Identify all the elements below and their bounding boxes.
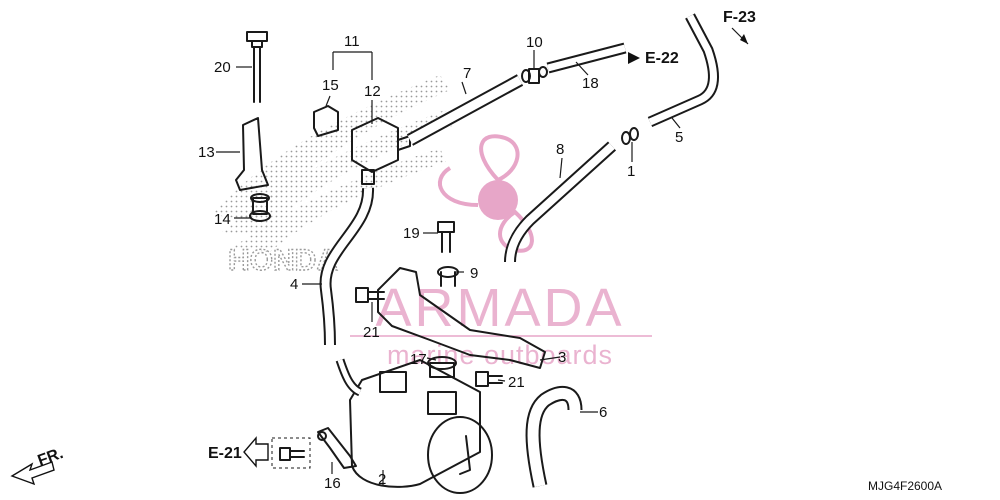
label-18: 18 xyxy=(582,75,599,92)
ref-arrow-e21 xyxy=(243,436,269,468)
ref-arrow-f23 xyxy=(731,27,749,45)
ref-label-f23: F-23 xyxy=(723,9,756,26)
watermark-tagline: marine outboards xyxy=(387,340,613,370)
label-15: 15 xyxy=(322,77,339,94)
label-21a: 21 xyxy=(363,324,380,341)
joint-10 xyxy=(521,66,548,84)
label-17: 17 xyxy=(410,351,427,368)
grommet-14 xyxy=(249,193,271,222)
ref-label-e22: E-22 xyxy=(645,50,679,67)
rubber-17 xyxy=(427,356,457,378)
watermark-brand: ARMADA xyxy=(375,278,624,338)
bolt-21a xyxy=(355,287,385,303)
label-21b: 21 xyxy=(508,374,525,391)
solenoid-valve-12 xyxy=(351,117,411,185)
label-9: 9 xyxy=(470,265,478,282)
bolt-20 xyxy=(246,31,268,103)
label-19: 19 xyxy=(403,225,420,242)
canister-2 xyxy=(335,358,493,494)
hose-5 xyxy=(648,14,717,126)
leader-lines xyxy=(216,50,681,486)
part-number-labels: 20 11 15 12 13 14 7 10 18 5 8 1 4 19 9 2… xyxy=(198,33,683,492)
hose-4 xyxy=(321,187,373,346)
diagram-code: MJG4F2600A xyxy=(868,479,942,493)
bracket-13 xyxy=(235,117,269,191)
bolt-16 xyxy=(271,437,311,469)
ref-label-fr: FR. xyxy=(36,445,66,470)
honda-wing-logo: HONDA xyxy=(212,75,452,278)
bolt-19 xyxy=(437,221,455,253)
ref-arrow-e22 xyxy=(628,52,640,64)
bolt-21b xyxy=(475,371,503,387)
front-arrow-icon xyxy=(10,461,55,486)
honda-logo-text: HONDA xyxy=(228,244,338,277)
label-8: 8 xyxy=(556,141,564,158)
label-13: 13 xyxy=(198,144,215,161)
label-11: 11 xyxy=(344,33,360,50)
watermark-hub xyxy=(478,180,518,220)
label-10: 10 xyxy=(526,34,543,51)
rubber-mount-15 xyxy=(313,105,339,137)
clip-1 xyxy=(621,127,639,145)
label-20: 20 xyxy=(214,59,231,76)
hose-6 xyxy=(527,388,581,488)
label-4: 4 xyxy=(290,276,298,293)
label-2: 2 xyxy=(378,471,386,488)
label-3: 3 xyxy=(558,349,566,366)
label-7: 7 xyxy=(463,65,471,82)
label-12: 12 xyxy=(364,83,381,100)
label-14: 14 xyxy=(214,211,231,228)
hose-8 xyxy=(506,143,615,263)
armada-watermark: ARMADA marine outboards xyxy=(350,134,652,370)
ref-label-e21: E-21 xyxy=(208,445,242,462)
watermark-blade-top xyxy=(479,134,520,183)
reference-labels: F-23 E-22 E-21 FR. xyxy=(36,9,756,470)
watermark-blade-left xyxy=(438,166,479,207)
label-1: 1 xyxy=(627,163,635,180)
label-6: 6 xyxy=(599,404,607,421)
label-16: 16 xyxy=(324,475,341,492)
label-5: 5 xyxy=(675,129,683,146)
clamp-16 xyxy=(317,427,357,469)
hose-18 xyxy=(547,44,626,72)
hose-7 xyxy=(407,76,523,144)
